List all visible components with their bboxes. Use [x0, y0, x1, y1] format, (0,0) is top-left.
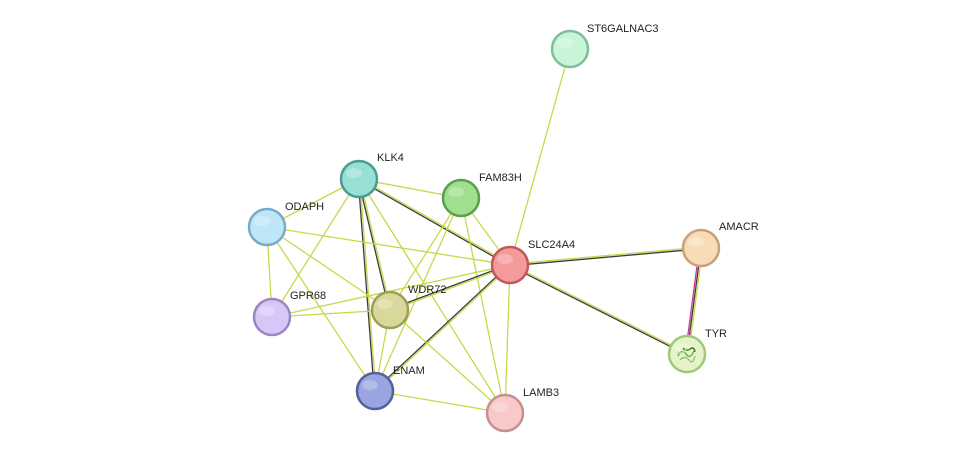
node-amacr[interactable]: AMACR — [681, 221, 759, 268]
node-circle[interactable] — [490, 245, 530, 285]
node-circle[interactable] — [339, 159, 379, 199]
node-circle[interactable] — [681, 228, 721, 268]
edge-slc24a4-enam — [373, 263, 512, 393]
node-slc24a4[interactable]: SLC24A4 — [490, 239, 575, 285]
node-label: LAMB3 — [523, 387, 559, 399]
node-wdr72[interactable]: WDR72 — [370, 284, 447, 330]
node-circle[interactable] — [247, 207, 287, 247]
node-highlight — [377, 299, 393, 309]
edge-klk4-slc24a4 — [357, 177, 512, 267]
node-highlight — [497, 254, 513, 264]
node-highlight — [448, 187, 464, 197]
node-label: ENAM — [393, 365, 425, 377]
edge-klk4-enam — [357, 178, 377, 392]
node-label: KLK4 — [377, 152, 404, 164]
node-odaph[interactable]: ODAPH — [247, 201, 324, 247]
node-circle[interactable] — [485, 393, 525, 433]
edge-klk4-gpr68 — [271, 178, 360, 318]
node-highlight — [492, 402, 508, 412]
edge-gpr68-wdr72 — [271, 309, 391, 318]
node-circle[interactable] — [355, 371, 395, 411]
node-highlight — [557, 38, 573, 48]
node-st6galnac3[interactable]: ST6GALNAC3 — [550, 23, 659, 69]
node-label: WDR72 — [408, 284, 447, 296]
protein-structure-icon — [676, 347, 696, 363]
node-label: SLC24A4 — [528, 239, 575, 251]
node-gpr68[interactable]: GPR68 — [252, 290, 326, 337]
edge-odaph-slc24a4 — [266, 226, 511, 266]
edge-enam-lamb3 — [374, 390, 506, 414]
node-highlight — [346, 168, 362, 178]
node-circle[interactable] — [667, 334, 707, 374]
node-label: ODAPH — [285, 201, 324, 213]
edge-klk4-lamb3 — [358, 178, 506, 414]
node-label: ST6GALNAC3 — [587, 23, 659, 35]
node-tyr[interactable]: TYR — [667, 328, 727, 374]
node-label: AMACR — [719, 221, 759, 233]
edge-slc24a4-lamb3 — [504, 264, 511, 414]
node-lamb3[interactable]: LAMB3 — [485, 387, 559, 433]
node-highlight — [688, 237, 704, 247]
node-label: FAM83H — [479, 172, 522, 184]
node-label: GPR68 — [290, 290, 326, 302]
edge-st6galnac3-slc24a4 — [509, 48, 571, 266]
node-circle[interactable] — [252, 297, 292, 337]
node-fam83h[interactable]: FAM83H — [441, 172, 522, 218]
node-circle[interactable] — [370, 290, 410, 330]
edge-fam83h-lamb3 — [460, 197, 506, 414]
edge-slc24a4-amacr — [509, 246, 702, 267]
node-circle[interactable] — [550, 29, 590, 69]
node-circle[interactable] — [441, 178, 481, 218]
node-highlight — [254, 216, 270, 226]
node-highlight — [362, 380, 378, 390]
edge-slc24a4-tyr — [508, 263, 689, 356]
node-enam[interactable]: ENAM — [355, 365, 425, 411]
edge-odaph-wdr72 — [266, 226, 391, 311]
edge-fam83h-enam — [374, 197, 462, 392]
edge-odaph-enam — [266, 226, 376, 392]
node-highlight — [259, 306, 275, 316]
node-label: TYR — [705, 328, 727, 340]
node-klk4[interactable]: KLK4 — [339, 152, 404, 199]
edge-slc24a4-wdr72 — [389, 263, 511, 312]
edge-wdr72-lamb3 — [389, 309, 506, 414]
edges-layer — [266, 48, 704, 414]
edge-fam83h-wdr72 — [389, 197, 462, 311]
